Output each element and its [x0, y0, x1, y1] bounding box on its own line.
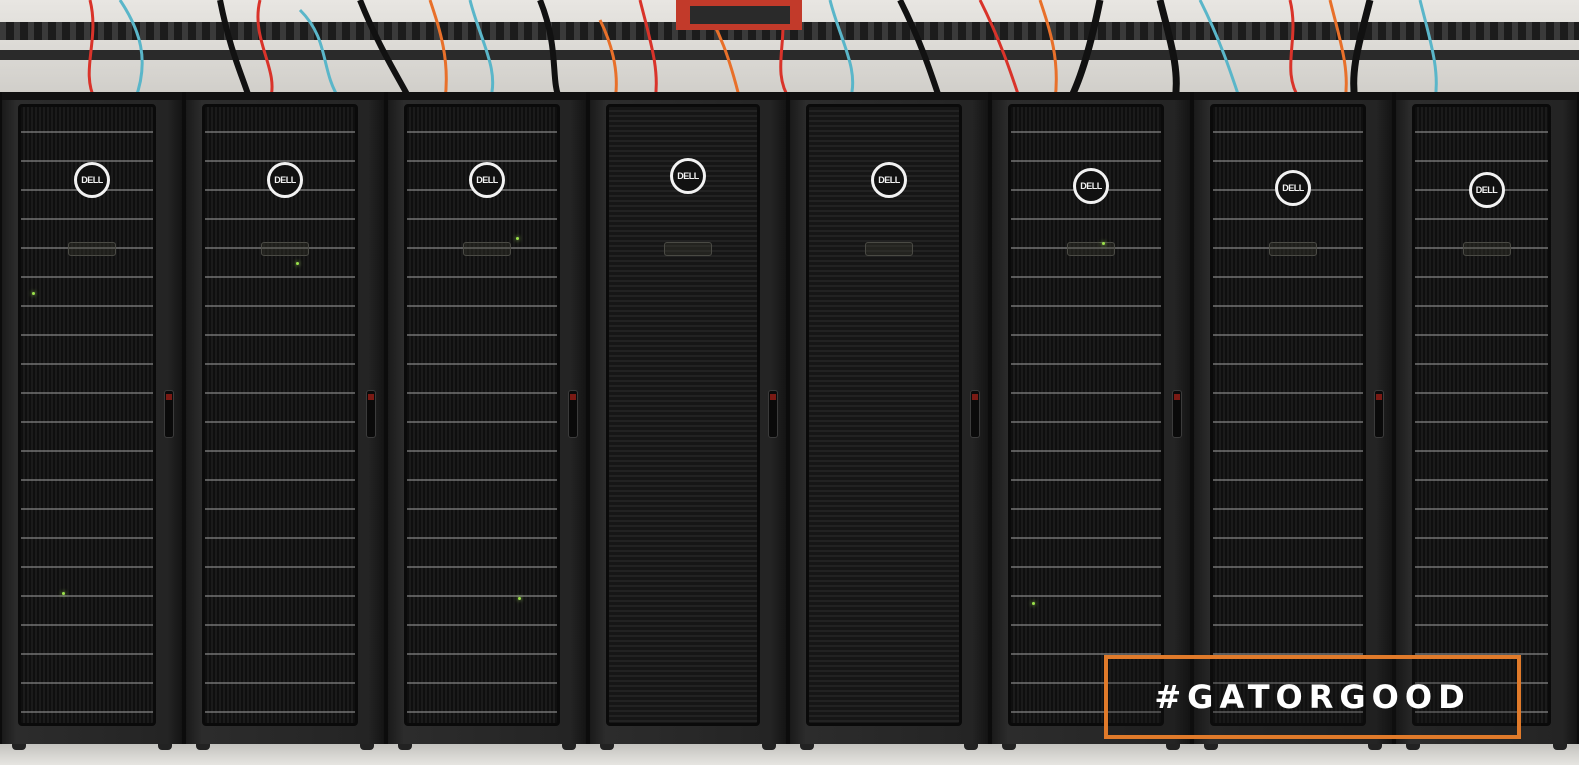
- status-led: [1032, 602, 1035, 605]
- status-led: [518, 597, 521, 600]
- server-rack: DELL: [386, 92, 588, 750]
- server-rack: DELL: [0, 92, 184, 750]
- rack-top: [388, 92, 586, 100]
- rack-top: [790, 92, 988, 100]
- rack-badge: [68, 242, 116, 256]
- dell-logo-text: DELL: [1282, 183, 1304, 193]
- dell-logo-text: DELL: [677, 171, 699, 181]
- caster: [964, 744, 978, 750]
- rack-badge: [865, 242, 913, 256]
- caster: [1166, 744, 1180, 750]
- dell-logo-icon: DELL: [267, 162, 303, 198]
- rack-top: [590, 92, 786, 100]
- server-rack: DELL: [184, 92, 386, 750]
- rack-door: [404, 104, 560, 726]
- caster: [196, 744, 210, 750]
- dell-logo-text: DELL: [81, 175, 103, 185]
- dell-logo-text: DELL: [476, 175, 498, 185]
- caster: [600, 744, 614, 750]
- caster: [762, 744, 776, 750]
- dell-logo-text: DELL: [878, 175, 900, 185]
- rack-badge: [664, 242, 712, 256]
- caster: [158, 744, 172, 750]
- door-handle: [164, 390, 174, 438]
- door-handle: [366, 390, 376, 438]
- floor: [0, 740, 1579, 765]
- cable-tray-rail: [0, 50, 1579, 60]
- caster: [12, 744, 26, 750]
- hashtag-text: #GATORGOOD: [1154, 678, 1471, 716]
- hashtag-overlay: #GATORGOOD: [1104, 655, 1521, 739]
- door-handle: [768, 390, 778, 438]
- dell-logo-icon: DELL: [871, 162, 907, 198]
- rack-badge: [1269, 242, 1317, 256]
- status-led: [1102, 242, 1105, 245]
- status-led: [296, 262, 299, 265]
- rack-door: [1412, 104, 1551, 726]
- rack-door: [606, 104, 760, 726]
- rack-badge: [261, 242, 309, 256]
- door-handle: [1374, 390, 1384, 438]
- caster: [1406, 744, 1420, 750]
- rack-door: [1008, 104, 1164, 726]
- dell-logo-icon: DELL: [1275, 170, 1311, 206]
- caster: [1204, 744, 1218, 750]
- rack-top: [2, 92, 182, 100]
- status-led: [62, 592, 65, 595]
- status-led: [32, 292, 35, 295]
- rack-top: [1194, 92, 1392, 100]
- caster: [398, 744, 412, 750]
- caster: [1553, 744, 1567, 750]
- caster: [1368, 744, 1382, 750]
- dell-logo-icon: DELL: [469, 162, 505, 198]
- rack-door: [1210, 104, 1366, 726]
- caster: [562, 744, 576, 750]
- dell-logo-icon: DELL: [1073, 168, 1109, 204]
- dell-logo-icon: DELL: [1468, 172, 1505, 208]
- rack-door: [18, 104, 156, 726]
- server-rack: DELL: [788, 92, 990, 750]
- rack-top: [992, 92, 1190, 100]
- server-rack: DELL: [990, 92, 1192, 750]
- caster: [1002, 744, 1016, 750]
- server-rack: DELL: [1192, 92, 1394, 750]
- door-handle: [970, 390, 980, 438]
- door-handle: [1172, 390, 1182, 438]
- caster: [360, 744, 374, 750]
- server-rack: DELL: [1394, 92, 1579, 750]
- dell-logo-icon: DELL: [74, 162, 110, 198]
- dell-logo-icon: DELL: [670, 158, 706, 194]
- status-led: [516, 237, 519, 240]
- door-handle: [568, 390, 578, 438]
- rack-badge: [463, 242, 511, 256]
- rack-top: [186, 92, 384, 100]
- rack-top: [1396, 92, 1577, 100]
- server-rack: DELL: [588, 92, 788, 750]
- rack-door: [202, 104, 358, 726]
- dell-logo-text: DELL: [1080, 181, 1102, 191]
- caster: [800, 744, 814, 750]
- dell-logo-text: DELL: [1475, 185, 1498, 195]
- dell-logo-text: DELL: [274, 175, 296, 185]
- rack-badge: [1462, 242, 1511, 256]
- cable-tray: [0, 22, 1579, 40]
- rack-door: [806, 104, 962, 726]
- rack-badge: [1067, 242, 1115, 256]
